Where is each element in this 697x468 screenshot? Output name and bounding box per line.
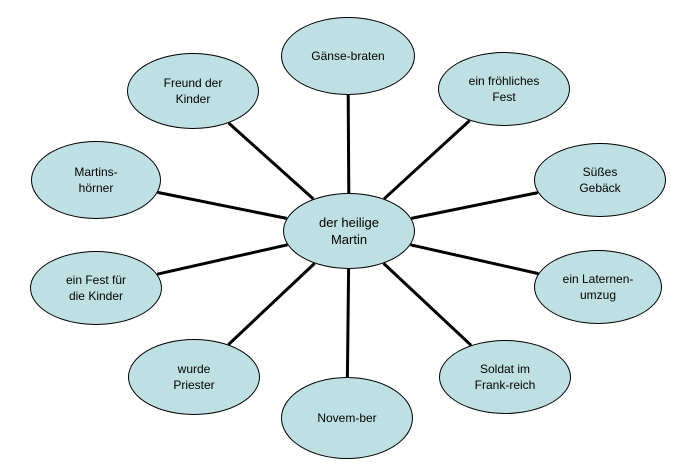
node-november: Novem-ber xyxy=(281,377,413,459)
node-priester: wurde Priester xyxy=(128,339,260,415)
connector-freund-kinder xyxy=(227,121,315,201)
center-node-label: der heilige Martin xyxy=(319,215,379,247)
node-priester-label: wurde Priester xyxy=(173,362,215,392)
node-fest-kinder-label: ein Fest für die Kinder xyxy=(65,273,127,303)
node-martinshoerner: Martins- hörner xyxy=(31,141,161,219)
node-suesses-gebaeck: Süßes Gebäck xyxy=(534,143,666,217)
node-laternenumzug-label: ein Laternen- umzug xyxy=(562,272,634,302)
node-freund-kinder: Freund der Kinder xyxy=(127,53,259,129)
connector-gaensebraten xyxy=(346,94,351,194)
node-soldat-label: Soldat im Frank-reich xyxy=(474,362,536,392)
node-laternenumzug: ein Laternen- umzug xyxy=(534,250,662,324)
connector-fest-kinder xyxy=(156,243,288,276)
node-fest-kinder: ein Fest für die Kinder xyxy=(30,251,162,325)
connector-suesses-gebaeck xyxy=(410,191,539,220)
connector-laternenumzug xyxy=(410,243,539,276)
node-suesses-gebaeck-label: Süßes Gebäck xyxy=(579,165,621,195)
node-gaensebraten: Gänse-braten xyxy=(281,17,415,95)
node-martinshoerner-label: Martins- hörner xyxy=(74,165,118,195)
node-soldat: Soldat im Frank-reich xyxy=(439,340,571,414)
connector-martinshoerner xyxy=(157,190,287,220)
node-froehliches-fest-label: ein fröhliches Fest xyxy=(468,74,540,104)
node-freund-kinder-label: Freund der Kinder xyxy=(163,76,223,106)
node-november-label: Novem-ber xyxy=(317,411,377,425)
center-node: der heilige Martin xyxy=(283,193,415,269)
node-froehliches-fest: ein fröhliches Fest xyxy=(438,52,570,126)
connector-froehliches-fest xyxy=(383,119,471,200)
node-gaensebraten-label: Gänse-braten xyxy=(311,49,385,63)
connector-soldat xyxy=(382,262,473,347)
connector-november xyxy=(345,268,351,378)
connector-priester xyxy=(227,262,316,346)
